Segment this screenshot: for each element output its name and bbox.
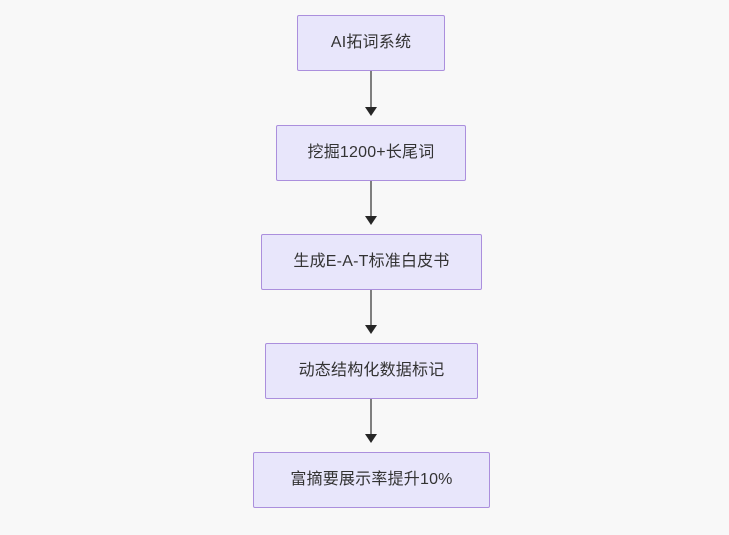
flow-node-label: 富摘要展示率提升10% [290, 471, 453, 488]
flow-node-rich-snippet-impression-lift[interactable]: 富摘要展示率提升10% [253, 452, 490, 508]
flow-node-label: 挖掘1200+长尾词 [307, 144, 435, 161]
arrowhead-icon [365, 325, 377, 334]
arrowhead-icon [365, 216, 377, 225]
flow-node-ai-keyword-system[interactable]: AI拓词系统 [297, 15, 445, 71]
flow-node-label: AI拓词系统 [330, 34, 412, 51]
edge-line [370, 290, 372, 325]
edge-line [370, 71, 372, 107]
flow-node-mine-longtail-keywords[interactable]: 挖掘1200+长尾词 [276, 125, 466, 181]
flow-node-label: 动态结构化数据标记 [298, 362, 445, 379]
arrowhead-icon [365, 107, 377, 116]
edge-line [370, 399, 372, 434]
flow-node-label: 生成E-A-T标准白皮书 [293, 253, 450, 270]
arrowhead-icon [365, 434, 377, 443]
edge-line [370, 181, 372, 216]
flow-node-dynamic-structured-data-markup[interactable]: 动态结构化数据标记 [265, 343, 478, 399]
flow-node-generate-eat-whitepaper[interactable]: 生成E-A-T标准白皮书 [261, 234, 482, 290]
